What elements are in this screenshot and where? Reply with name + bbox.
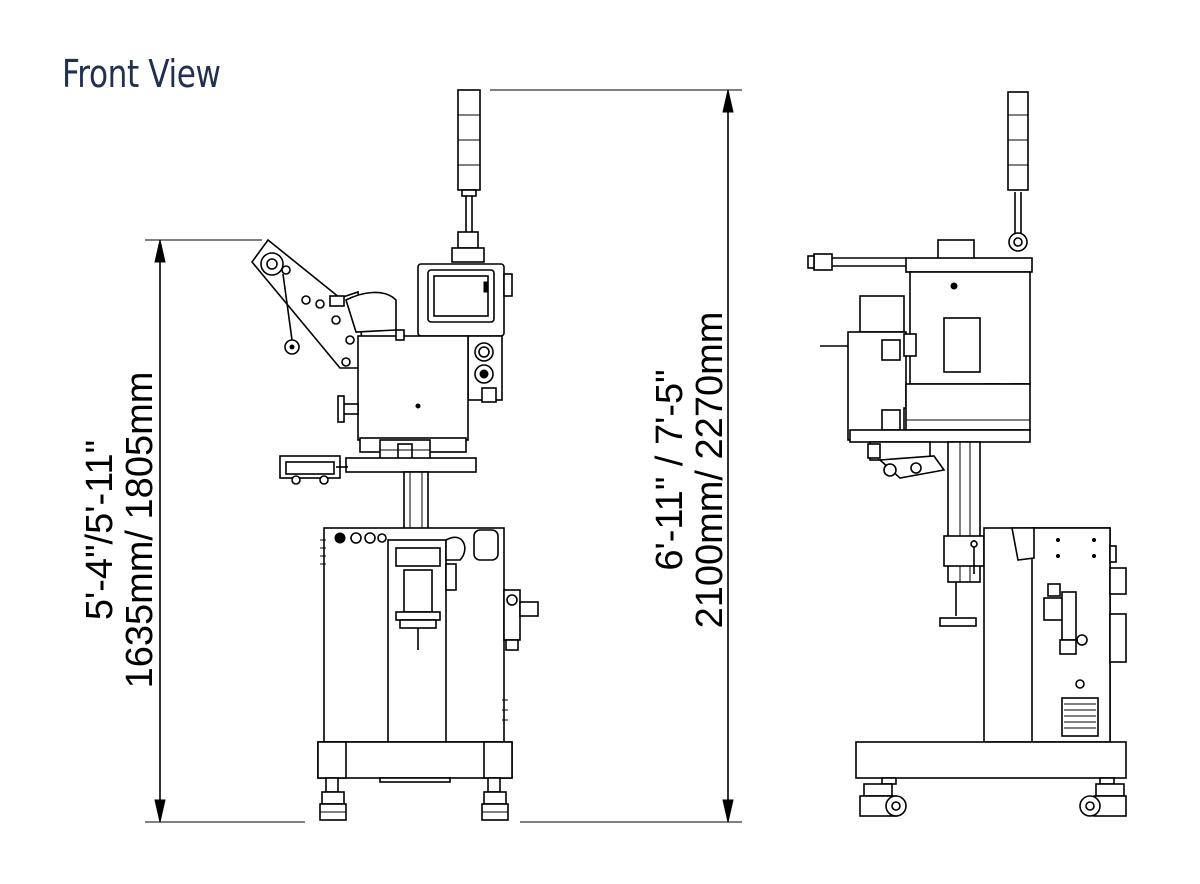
base-cabinet <box>320 527 508 743</box>
side-base-cabinet <box>983 527 1127 743</box>
front-view-machine <box>250 89 539 821</box>
air-regulator <box>503 589 539 651</box>
caster-right <box>1079 783 1127 817</box>
work-table <box>279 455 477 485</box>
caster-left <box>859 783 907 817</box>
page-title: Front View <box>62 52 221 96</box>
base-frame <box>317 741 513 821</box>
leveling-foot-left <box>319 777 347 821</box>
overall-height-dimension-line <box>490 89 742 823</box>
side-upper-housing <box>807 239 1033 401</box>
side-heater-block <box>820 295 1031 479</box>
press-head <box>337 291 469 463</box>
signal-tower <box>451 89 485 263</box>
table-height-dimension-line <box>145 239 305 823</box>
leveling-foot-right <box>481 777 509 821</box>
side-air-regulator <box>1043 583 1088 655</box>
foil-unwind-arm <box>250 238 365 369</box>
control-cabinet <box>417 263 513 403</box>
side-signal-tower <box>1007 91 1029 252</box>
side-base-frame <box>855 741 1127 817</box>
side-view-machine <box>807 91 1127 817</box>
side-column <box>939 441 985 627</box>
